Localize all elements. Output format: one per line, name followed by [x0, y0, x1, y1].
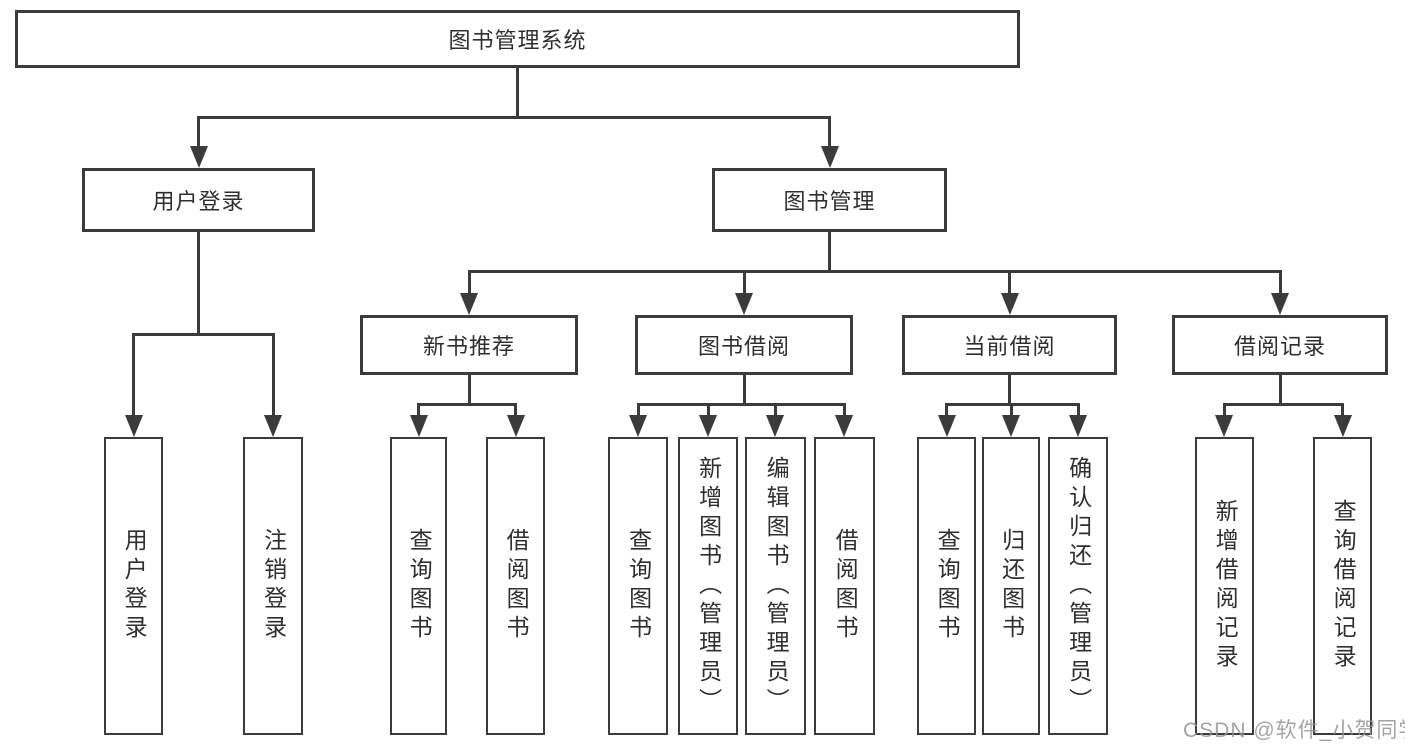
- connector-line: [1341, 403, 1344, 417]
- connector-line: [417, 403, 517, 406]
- node-user-login: 用户登录: [82, 168, 315, 232]
- connector-line: [516, 68, 519, 119]
- node-book-management: 图书管理: [712, 168, 947, 232]
- connector-line: [468, 270, 471, 295]
- arrowhead-icon: [507, 415, 525, 437]
- arrowhead-icon: [1002, 415, 1020, 437]
- arrowhead-icon: [125, 415, 143, 437]
- connector-line: [468, 373, 471, 406]
- csdn-watermark: CSDN @软件_小贺同学: [1183, 719, 1405, 742]
- connector-line: [514, 403, 517, 417]
- connector-line: [774, 403, 777, 417]
- node-leaf-edit-book-admin: 编辑图书（管理员）: [745, 437, 806, 735]
- connector-line: [828, 230, 831, 273]
- node-leaf-borrow-book-2: 借阅图书: [814, 437, 875, 735]
- connector-line: [1279, 373, 1282, 406]
- connector-line: [468, 270, 1282, 273]
- connector-line: [637, 403, 846, 406]
- node-label: 归还图书: [998, 528, 1025, 644]
- connector-line: [707, 403, 710, 417]
- node-leaf-add-borrow-record: 新增借阅记录: [1195, 437, 1254, 735]
- connector-line: [1010, 403, 1013, 417]
- connector-line: [1223, 403, 1226, 417]
- node-book-borrowing: 图书借阅: [635, 315, 853, 375]
- arrowhead-icon: [1069, 415, 1087, 437]
- node-leaf-confirm-return-admin: 确认归还（管理员）: [1048, 437, 1108, 735]
- connector-line: [1008, 373, 1011, 406]
- arrowhead-icon: [1271, 293, 1289, 315]
- arrowhead-icon: [629, 415, 647, 437]
- node-label: 注销登录: [260, 528, 287, 644]
- node-label: 查询图书: [625, 528, 652, 644]
- connector-line: [1077, 403, 1080, 417]
- node-leaf-logout: 注销登录: [243, 437, 303, 735]
- arrowhead-icon: [938, 415, 956, 437]
- connector-line: [197, 230, 200, 335]
- connector-line: [743, 270, 746, 295]
- node-label: 确认归还（管理员）: [1065, 455, 1092, 717]
- arrowhead-icon: [1001, 293, 1019, 315]
- arrowhead-icon: [264, 415, 282, 437]
- node-borrowing-records: 借阅记录: [1172, 315, 1388, 375]
- connector-line: [132, 333, 275, 336]
- node-leaf-query-book-3: 查询图书: [917, 437, 976, 735]
- node-label: 借阅图书: [503, 528, 530, 644]
- connector-line: [132, 333, 135, 415]
- node-leaf-query-book-1: 查询图书: [390, 437, 447, 735]
- node-label: 编辑图书（管理员）: [763, 455, 790, 717]
- node-leaf-user-login: 用户登录: [104, 437, 163, 735]
- connector-line: [272, 333, 275, 415]
- connector-line: [843, 403, 846, 417]
- connector-line: [945, 403, 948, 417]
- node-leaf-borrow-book-1: 借阅图书: [486, 437, 545, 735]
- node-label: 新增图书（管理员）: [695, 455, 722, 717]
- arrowhead-icon: [821, 146, 839, 168]
- node-leaf-query-borrow-record: 查询借阅记录: [1313, 437, 1372, 735]
- node-label: 用户登录: [121, 528, 148, 644]
- node-label: 查询借阅记录: [1330, 499, 1357, 673]
- connector-line: [197, 116, 831, 119]
- connector-line: [1008, 270, 1011, 295]
- node-leaf-add-book-admin: 新增图书（管理员）: [678, 437, 738, 735]
- arrowhead-icon: [190, 146, 208, 168]
- node-label: 借阅图书: [832, 528, 859, 644]
- arrowhead-icon: [735, 293, 753, 315]
- connector-line: [1223, 403, 1344, 406]
- node-current-borrowing: 当前借阅: [902, 315, 1117, 375]
- node-leaf-return-book: 归还图书: [982, 437, 1040, 735]
- connector-line: [637, 403, 640, 417]
- node-root-library-system: 图书管理系统: [15, 10, 1020, 68]
- arrowhead-icon: [460, 293, 478, 315]
- arrowhead-icon: [1215, 415, 1233, 437]
- arrowhead-icon: [699, 415, 717, 437]
- arrowhead-icon: [766, 415, 784, 437]
- node-leaf-query-book-2: 查询图书: [608, 437, 668, 735]
- connector-line: [197, 116, 200, 149]
- node-label: 查询图书: [934, 528, 961, 644]
- arrowhead-icon: [410, 415, 428, 437]
- node-label: 查询图书: [406, 528, 433, 644]
- connector-line: [743, 373, 746, 406]
- node-new-book-recommend: 新书推荐: [360, 315, 578, 375]
- node-label: 新增借阅记录: [1212, 499, 1239, 673]
- arrowhead-icon: [835, 415, 853, 437]
- connector-line: [1279, 270, 1282, 295]
- arrowhead-icon: [1334, 415, 1352, 437]
- connector-line: [828, 116, 831, 149]
- connector-line: [417, 403, 420, 417]
